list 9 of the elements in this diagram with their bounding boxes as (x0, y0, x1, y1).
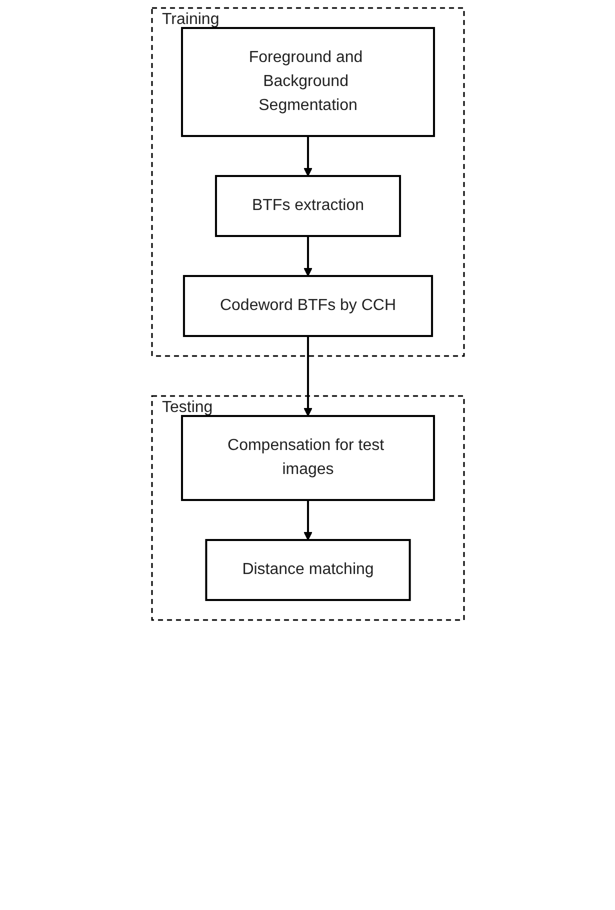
arrow (303, 236, 312, 276)
node-box: BTFs extraction (214, 175, 401, 237)
arrow (303, 336, 312, 416)
arrow (303, 136, 312, 176)
node-box: Foreground and Background Segmentation (180, 27, 434, 137)
node-box: Distance matching (204, 539, 410, 601)
node-box: Codeword BTFs by CCH (182, 275, 433, 337)
node-box: Compensation for test images (180, 415, 434, 501)
arrow (303, 500, 312, 540)
